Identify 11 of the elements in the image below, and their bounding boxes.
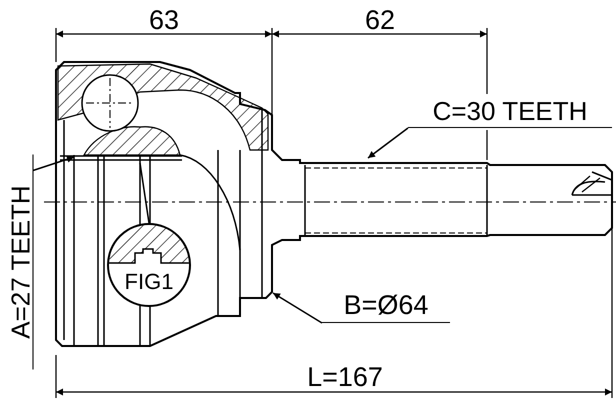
dimension-value: 63 [148,6,180,34]
dimension-value: L=167 [307,363,383,391]
callout-label: A=27 TEETH [7,154,33,370]
leader-line [139,162,150,224]
callout-label: B=Ø64 [322,290,450,323]
leader-line [272,292,322,324]
leader-line [32,156,74,172]
dimension-value: 62 [364,6,396,34]
callout-label: C=30 TEETH [408,96,612,128]
leader-line [368,127,408,159]
figure-label: FIG1 [124,269,174,295]
